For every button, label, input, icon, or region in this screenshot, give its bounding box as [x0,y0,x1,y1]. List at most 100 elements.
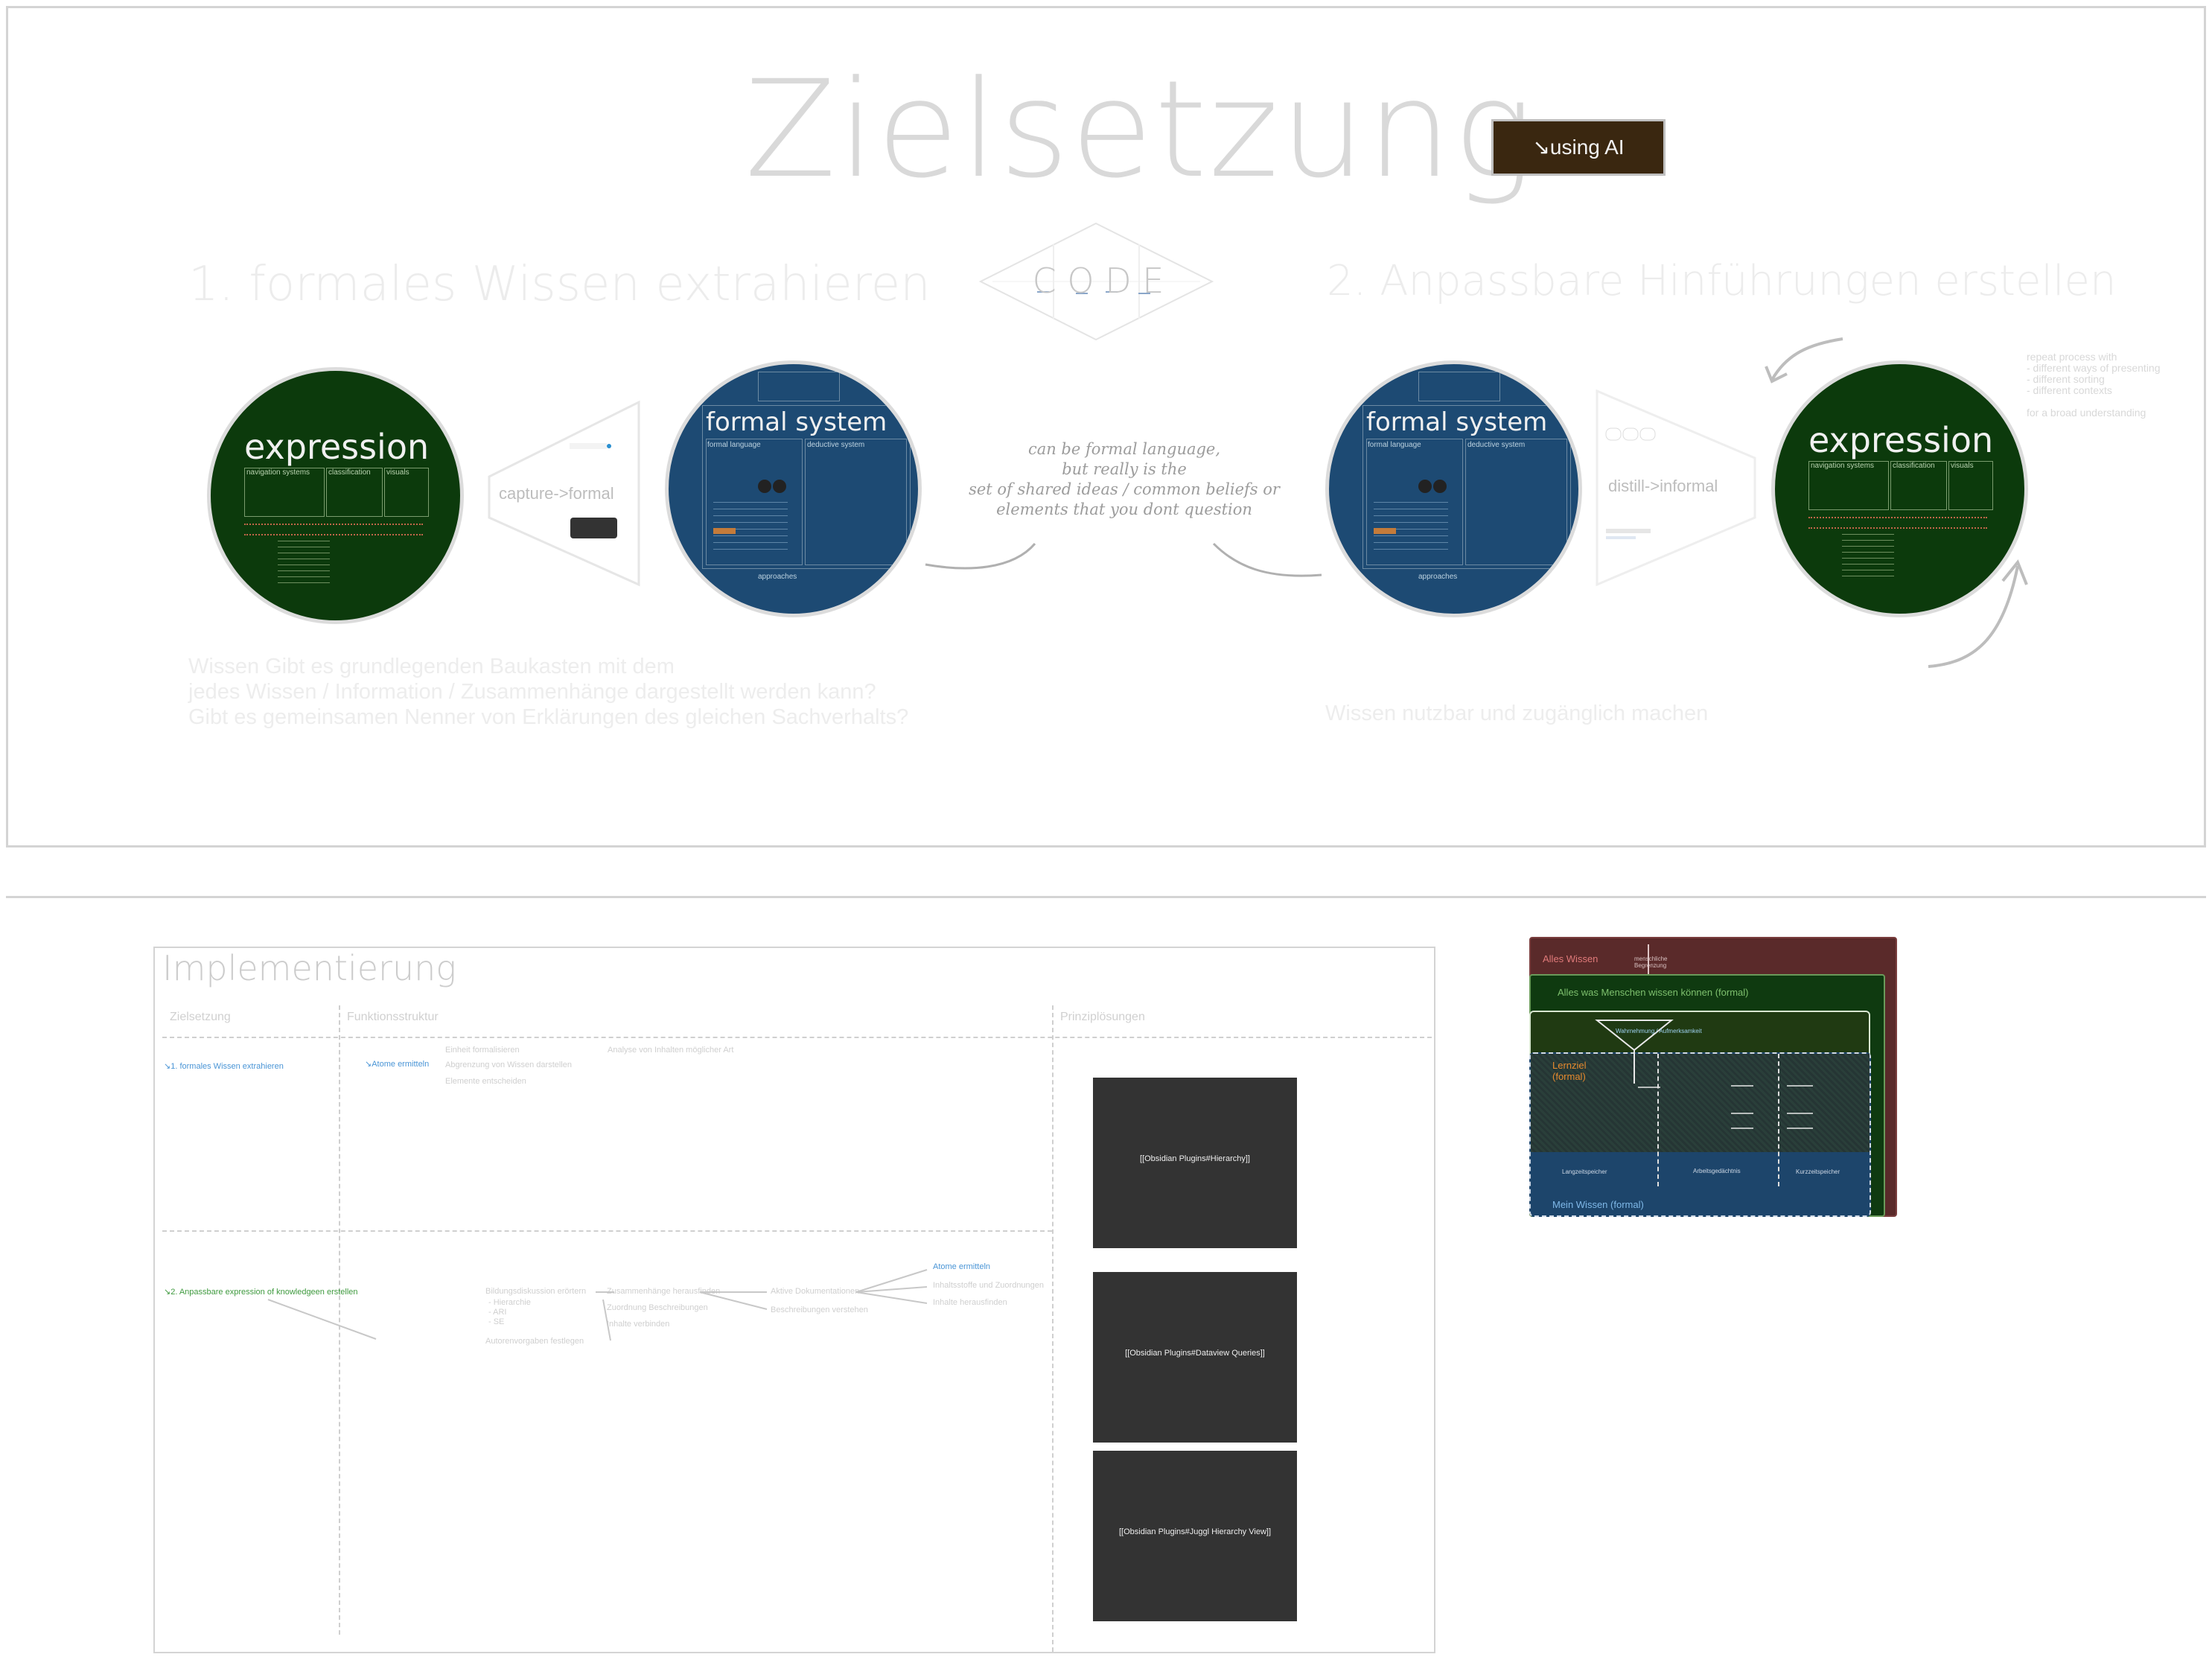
placeholder-label: [[Obsidian Plugins#Juggl Hierarchy View]… [1118,1527,1271,1537]
left-caption-line: Wissen Gibt es grundlegenden Baukasten m… [188,655,675,678]
formal-circle-left: formal system formal language deductive … [665,360,922,617]
formal-footer: approaches [758,573,797,581]
human-knowledge-label: Alles was Menschen wissen können (formal… [1558,987,1749,998]
formal-col2: deductive system [1467,441,1526,449]
code-label: C O D E [1032,261,1164,301]
expression-col1-box [1808,461,1889,510]
handwritten-line: but really is the [1062,460,1187,478]
all-knowledge-pointer [1648,944,1649,983]
all-knowledge-label: Alles Wissen [1543,953,1599,964]
side-note: repeat process with - different ways of … [2027,352,2161,419]
formal-col2: deductive system [807,441,865,449]
memory-label: Langzeitspeicher [1562,1168,1607,1175]
impl-row2-note: - Hierarchie [488,1298,531,1307]
side-note-line: for a broad understanding [2027,407,2146,419]
my-knowledge-label: Mein Wissen (formal) [1552,1199,1644,1210]
goal-label: Lernziel (formal) [1552,1060,1587,1082]
impl-divider-h1 [162,1037,1432,1038]
impl-row2-note: Beschreibungen verstehen [771,1306,868,1314]
side-note-line: - different sorting [2027,373,2105,385]
formal-circle-right: formal system formal language deductive … [1325,360,1582,617]
handwritten-line: elements that you dont question [996,500,1252,518]
expression-title: expression [244,427,430,467]
right-caption: Wissen nutzbar und zugänglich machen [1325,702,1709,725]
memory-divider-2 [1778,1054,1779,1186]
capture-trapezoid [488,400,640,587]
all-knowledge-note: menschliche Begrenzung [1634,955,1668,969]
formal-circle-dot-2 [1433,480,1447,493]
placeholder-label: [[Obsidian Plugins#Hierarchy]] [1140,1154,1250,1164]
formal-top-strip [1418,372,1500,401]
impl-row2-goal[interactable]: ↘2. Anpassbare expression of knowledgeen… [164,1288,358,1297]
placeholder-label: [[Obsidian Plugins#Dataview Queries]] [1125,1349,1265,1358]
formal-lang-box [1366,439,1463,565]
zielsetzung-frame [6,6,2206,848]
impl-row2-note: Zuordnung Beschreibungen [607,1303,708,1312]
page-title: Zielsetzung [745,52,1535,208]
impl-col-solutions: Prinziplösungen [1060,1011,1145,1023]
attention-funnel [1595,1020,1674,1084]
distill-label: distill->informal [1608,477,1718,495]
expression-red-note [1808,517,1987,529]
side-note-line: repeat process with [2027,351,2117,363]
placeholder-hierarchy: [[Obsidian Plugins#Hierarchy]] [1093,1078,1297,1248]
formal-col1: formal language [707,441,761,449]
expression-circle-right: expression navigation systems classifica… [1771,360,2028,617]
handwritten-line: set of shared ideas / common beliefs or [969,480,1280,498]
expression-col1-box [244,468,325,517]
formal-orange-bar [713,528,736,534]
expression-col3: visuals [386,468,409,477]
impl-divider-v2 [1052,1005,1054,1652]
impl-row1-note: Analyse von Inhalten möglicher Art [608,1046,734,1055]
formal-circle-dot-1 [1418,480,1432,493]
expression-col3: visuals [1951,462,1974,470]
placeholder-juggl: [[Obsidian Plugins#Juggl Hierarchy View]… [1093,1451,1297,1621]
formal-circle-dot-2 [773,480,786,493]
formal-top-strip [758,372,840,401]
left-caption-line: jedes Wissen / Information / Zusammenhän… [188,680,876,704]
cycle-arrows [1765,337,2028,668]
impl-row1-func[interactable]: ↘Atome ermitteln [365,1060,430,1069]
left-caption: Wissen Gibt es grundlegenden Baukasten m… [188,654,908,730]
memory-label: Kurzzeitspeicher [1796,1168,1840,1175]
formal-orange-bar [1374,528,1396,534]
distill-trapezoid [1596,389,1756,587]
expression-circle-left: expression navigation systems classifica… [207,367,464,624]
side-note-line [2027,396,2161,407]
impl-row2-atoms[interactable]: Atome ermitteln [933,1262,991,1271]
placeholder-dataview: [[Obsidian Plugins#Dataview Queries]] [1093,1272,1297,1443]
formal-outer-box [1362,405,1571,569]
code-diamond [979,222,1214,341]
using-ai-button[interactable]: ↘using AI [1491,119,1666,176]
section-divider [6,896,2206,898]
expression-col2: classification [328,468,371,477]
impl-row2-note: Autorenvorgaben festlegen [485,1337,584,1346]
implementierung-frame [153,947,1435,1653]
expression-col3-box [1948,461,1993,510]
side-note-line: - different ways of presenting [2027,362,2161,374]
impl-row2-note: Bildungsdiskussion erörtern [485,1287,587,1296]
formal-circle-dot-1 [758,480,771,493]
side-note-line: - different contexts [2027,384,2112,396]
left-heading: 1. formales Wissen extrahieren [188,257,931,312]
learning-goal-overlap [1531,1054,1870,1152]
formal-col1: formal language [1368,441,1421,449]
impl-col-goal: Zielsetzung [170,1011,231,1023]
formal-lang-box [706,439,803,565]
impl-row1-goal[interactable]: ↘1. formales Wissen extrahieren [164,1062,284,1071]
expression-col2-box [1890,461,1947,510]
expression-title: expression [1808,420,1994,460]
expression-col3-box [384,468,429,517]
memory-label: Arbeitsgedächtnis [1693,1168,1741,1174]
impl-title: Implementierung [162,948,456,988]
impl-row1-note: Elemente entscheiden [445,1077,526,1086]
funnel-label: Wahrnehmung / Aufmerksamkeit [1616,1028,1702,1034]
connector-curves [925,542,1322,577]
expression-red-note [244,524,423,535]
impl-row2-note: Inhalte herausfinden [933,1298,1007,1307]
memory-arrows [1638,1085,1813,1129]
formal-title: formal system [1366,407,1548,437]
impl-row1-note: Abgrenzung von Wissen darstellen [445,1060,572,1069]
formal-deduct-box [1465,439,1567,565]
expression-col1: navigation systems [1811,462,1875,470]
